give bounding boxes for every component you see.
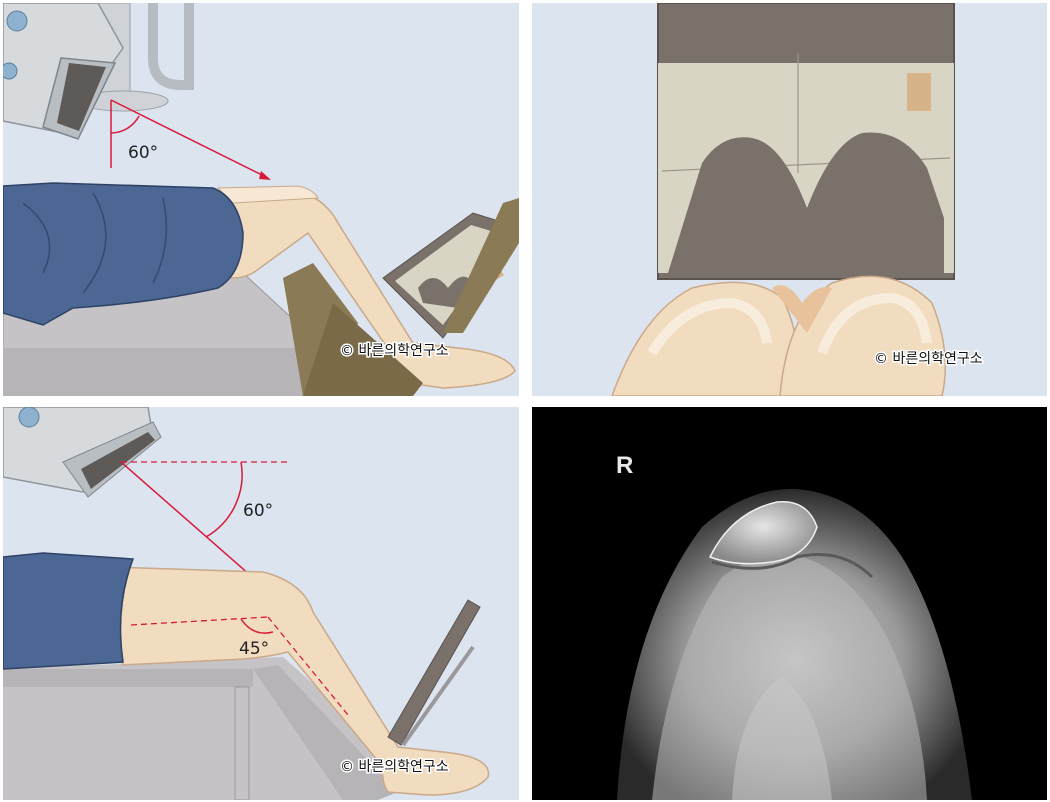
copyright-halo: © 바른의학연구소 (874, 351, 983, 367)
panel-xray: R (532, 407, 1047, 800)
copyright-halo: © 바른의학연구소 (340, 759, 449, 775)
copyright-label: © 바른의학연구소 (874, 351, 983, 367)
angle-label-60: 60° (128, 143, 158, 163)
film-cassette (387, 599, 481, 747)
lateral-flexion-illustration: 60° 45° © 바른의학연구소 © 바른의학연구소 (3, 407, 519, 800)
top-view-illustration: © 바른의학연구소 © 바른의학연구소 (532, 3, 1047, 396)
copyright-label: © 바른의학연구소 (340, 759, 449, 775)
panel-lateral-45: 60° 45° © 바른의학연구소 © 바른의학연구소 (3, 407, 519, 800)
xray-tube-icon (3, 407, 162, 498)
xray-image: R (532, 407, 1047, 800)
film-cassette (657, 3, 955, 280)
angle-label-60: 60° (243, 501, 273, 521)
copyright-halo: © 바른의학연구소 (340, 343, 449, 359)
angle-label-45: 45° (239, 639, 269, 659)
copyright-label: © 바른의학연구소 (340, 343, 449, 359)
lateral-illustration: 60° © 바른의학연구소 © 바른의학연구소 (3, 3, 519, 396)
xray-tube-icon (3, 3, 124, 140)
side-marker-r: R (616, 452, 633, 479)
panel-top-view: © 바른의학연구소 © 바른의학연구소 (532, 3, 1047, 396)
panel-lateral-60: 60° © 바른의학연구소 © 바른의학연구소 (3, 3, 519, 396)
